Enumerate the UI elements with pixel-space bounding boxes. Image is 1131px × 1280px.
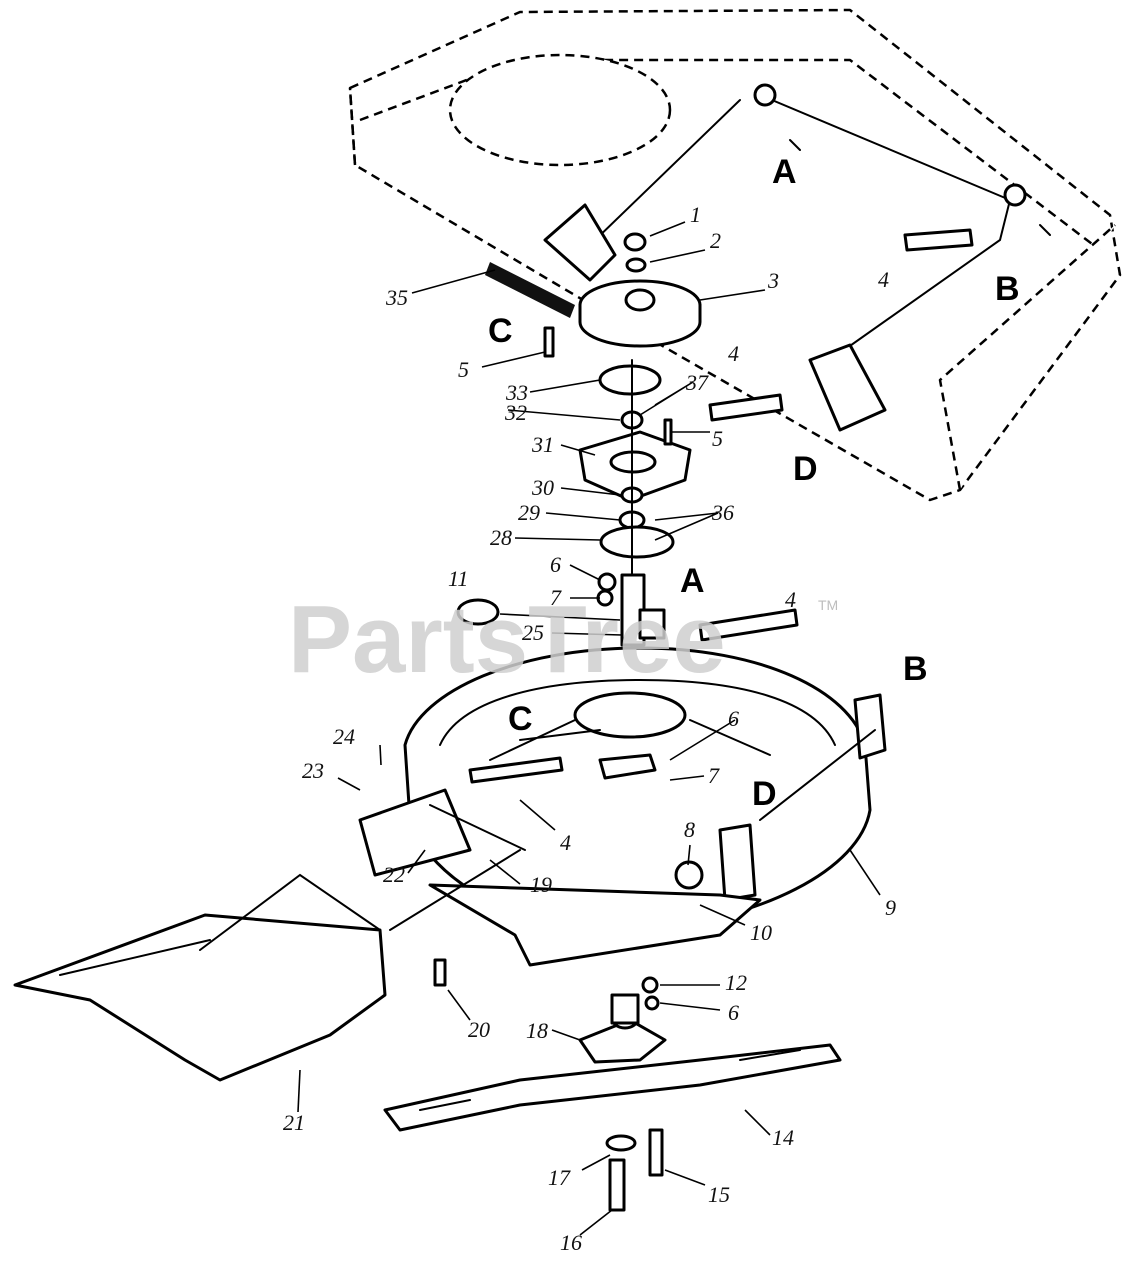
callout-4-shaft: 4 [785, 587, 796, 612]
callout-21: 21 [283, 1110, 305, 1135]
watermark: PartsTree TM [288, 586, 838, 693]
ref-letter-C-top: C [488, 312, 513, 350]
mower-deck [358, 646, 887, 967]
callout-36: 36 [711, 500, 734, 525]
pulley-stack [578, 232, 702, 721]
callout-12: 12 [725, 970, 747, 995]
blade-assembly [383, 958, 842, 1212]
ref-letter-A-bottom: A [680, 562, 705, 600]
callout-5-left: 5 [458, 357, 469, 382]
callout-23: 23 [302, 758, 324, 783]
callout-28: 28 [490, 525, 512, 550]
callout-5-right: 5 [712, 426, 723, 451]
ref-letter-A-top: A [772, 153, 797, 191]
callout-11: 11 [448, 566, 468, 591]
callout-3: 3 [767, 268, 779, 293]
callout-7-deck: 7 [708, 763, 720, 788]
callout-35: 35 [385, 285, 408, 310]
reference-letters: A B C D A B C D [488, 153, 1020, 813]
callout-6-shaft: 6 [550, 552, 561, 577]
callout-6-deck: 6 [728, 706, 739, 731]
small-hardware [456, 326, 799, 647]
ref-letter-B-top: B [995, 270, 1020, 308]
callout-32: 32 [504, 400, 527, 425]
callout-10: 10 [750, 920, 772, 945]
callout-22: 22 [383, 862, 405, 887]
callout-labels: 1 2 3 4 4 4 4 5 5 6 6 6 7 7 8 9 10 11 12… [283, 202, 896, 1255]
callout-15: 15 [708, 1182, 730, 1207]
callout-4-frame-right: 4 [878, 267, 889, 292]
leader-lines [297, 221, 881, 1236]
callout-8: 8 [684, 817, 695, 842]
callout-4-deck: 4 [560, 830, 571, 855]
callout-18: 18 [526, 1018, 548, 1043]
callout-33: 33 [505, 380, 528, 405]
mower-frame [348, 8, 1122, 502]
callout-6-adapter: 6 [728, 1000, 739, 1025]
callout-24: 24 [333, 724, 355, 749]
callout-4-frame-left: 4 [728, 341, 739, 366]
callout-30: 30 [531, 475, 554, 500]
callout-37: 37 [685, 370, 709, 395]
callout-25: 25 [522, 620, 544, 645]
ref-letter-D-top: D [793, 450, 818, 488]
discharge-chute [13, 849, 521, 1082]
callout-14: 14 [772, 1125, 794, 1150]
callout-29: 29 [518, 500, 540, 525]
callout-9: 9 [885, 895, 896, 920]
watermark-text: PartsTree [288, 586, 726, 693]
callout-1: 1 [690, 202, 701, 227]
watermark-trademark: TM [818, 597, 838, 613]
ref-letter-D-bottom: D [752, 775, 777, 813]
callout-31: 31 [531, 432, 554, 457]
ref-letter-C-bottom: C [508, 700, 533, 738]
callout-16: 16 [560, 1230, 582, 1255]
callout-2: 2 [710, 228, 721, 253]
callout-7-shaft: 7 [550, 585, 562, 610]
callout-17: 17 [548, 1165, 571, 1190]
callout-19: 19 [530, 872, 552, 897]
ref-letter-B-bottom: B [903, 650, 928, 688]
frame-springs [485, 228, 974, 422]
callout-20: 20 [468, 1017, 490, 1042]
